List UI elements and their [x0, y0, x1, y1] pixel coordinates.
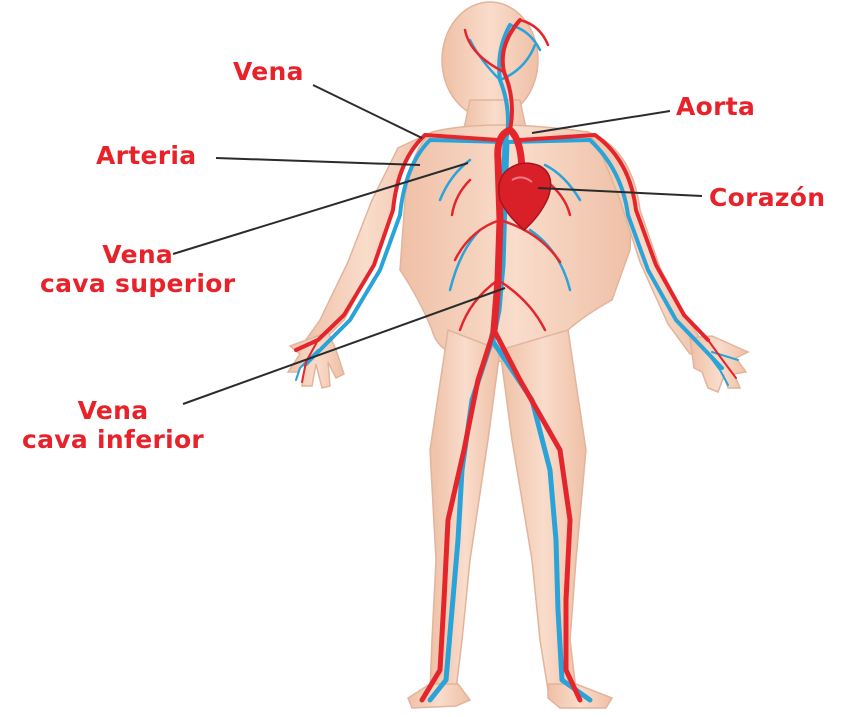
label-vena-cava-inferior-line1: Vena — [22, 396, 204, 425]
label-corazon: Corazón — [709, 183, 825, 212]
label-vena-cava-superior-line1: Vena — [40, 240, 235, 269]
label-vena-cava-superior-line2: cava superior — [40, 269, 235, 298]
label-aorta: Aorta — [676, 92, 755, 121]
label-vena-cava-superior: Vena cava superior — [40, 240, 235, 298]
label-vena-cava-inferior: Vena cava inferior — [22, 396, 204, 454]
label-arteria: Arteria — [96, 141, 196, 170]
label-vena-cava-inferior-line2: cava inferior — [22, 425, 204, 454]
right-leg — [500, 330, 586, 690]
label-vena: Vena — [233, 57, 304, 86]
leader-vena — [313, 85, 422, 138]
leader-arteria — [216, 158, 420, 165]
leader-aorta — [532, 111, 670, 133]
torso — [400, 125, 631, 362]
